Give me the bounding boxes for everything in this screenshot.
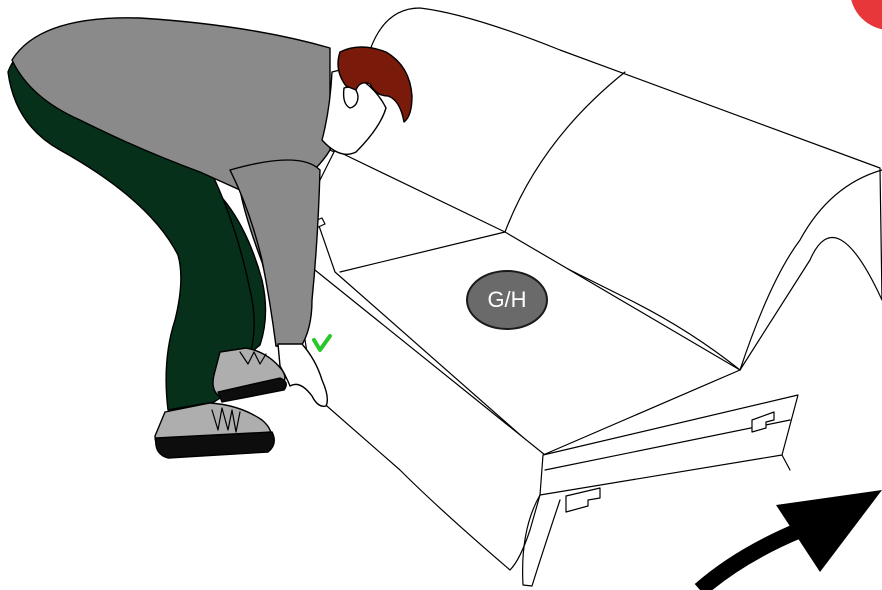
red-corner-mark bbox=[850, 0, 882, 30]
badge-label: G/H bbox=[487, 287, 526, 313]
position-badge: G/H bbox=[466, 270, 548, 330]
curved-arrow-icon bbox=[700, 490, 882, 590]
